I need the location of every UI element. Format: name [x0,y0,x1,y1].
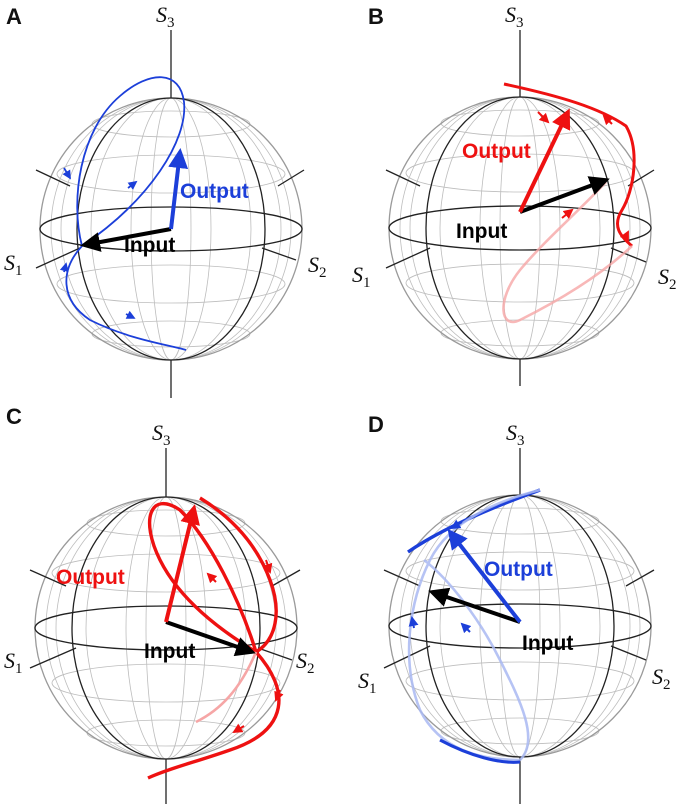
trajectory-c-path-3 [147,650,281,780]
axis-s2-d: S2 [652,664,671,693]
axis-s1-a: S1 [4,250,23,279]
trajectory-b-tick-1 [537,111,550,124]
input-label-b: Input [456,220,507,243]
trajectory-c-tick-1 [262,559,273,574]
sphere-c [29,448,301,804]
sphere-d [383,448,655,804]
trajectory-d-tick-3 [450,519,463,530]
panel-b: B [352,2,677,386]
axis-s3-b: S3 [505,2,524,31]
trajectory-a-tick-3 [59,262,69,273]
output-vector-b [518,108,571,213]
axis-s3-c: S3 [152,420,171,449]
trajectory-c-tick-3 [206,572,218,584]
axis-s2-b: S2 [658,264,677,293]
axis-s2-a: S2 [308,252,327,281]
trajectory-b-path-front [503,82,636,248]
input-label-c: Input [144,640,195,663]
axis-s1-d: S1 [358,668,377,697]
sphere-frame-c [29,448,301,804]
output-vector-c [164,504,200,623]
input-vector-d [428,587,521,624]
trajectory-b-tick-4 [561,208,574,219]
input-label-d: Input [522,632,573,655]
panel-a: A [4,2,327,398]
output-label-d: Output [484,558,553,581]
trajectory-c-tick-4 [232,723,245,734]
input-vector-a [80,227,172,252]
panel-letter-d: D [368,412,384,437]
trajectory-d-tick-2 [460,622,472,634]
trajectory-c-tick-2 [274,689,284,702]
panel-c: C [4,404,315,804]
trajectory-a-tick-4 [125,310,136,319]
trajectory-d-path-low [439,738,521,764]
trajectory-b-tick-2 [619,230,629,242]
sphere-grid-c [34,496,298,760]
axis-s3-a: S3 [156,2,175,31]
sphere-frame-d [383,448,655,804]
axis-s3-d: S3 [506,420,525,449]
output-vector-a [168,148,189,230]
trajectory-a [59,76,187,351]
output-label-b: Output [462,140,531,163]
panel-letter-c: C [6,404,22,429]
sphere-frame-a [35,30,305,398]
sphere-a [35,30,305,398]
input-vector-c [165,620,256,657]
sphere-grid-d [388,494,652,758]
trajectory-d [407,488,541,764]
trajectory-c-path-2 [199,496,278,654]
trajectory-b-tick-3 [602,114,614,126]
trajectory-b [502,82,636,324]
panel-letter-b: B [368,4,384,29]
input-label-a: Input [124,234,175,257]
axis-s1-b: S1 [352,262,371,291]
trajectory-d-tick-1 [408,616,419,629]
trajectory-c-path-back [195,651,258,724]
trajectory-a-tick-2 [127,180,138,190]
axis-s2-c: S2 [296,648,315,677]
axis-s1-c: S1 [4,648,23,677]
trajectory-c [147,496,284,780]
panel-letter-a: A [6,4,22,29]
trajectory-a-tick-1 [62,167,71,180]
input-vector-b [519,176,610,214]
panel-d: D [358,412,671,804]
output-vector-d [447,528,522,624]
output-label-c: Output [56,566,125,589]
trajectory-b-path-back [502,181,633,324]
trajectory-c-path-1 [147,502,258,654]
output-label-a: Output [180,180,249,203]
